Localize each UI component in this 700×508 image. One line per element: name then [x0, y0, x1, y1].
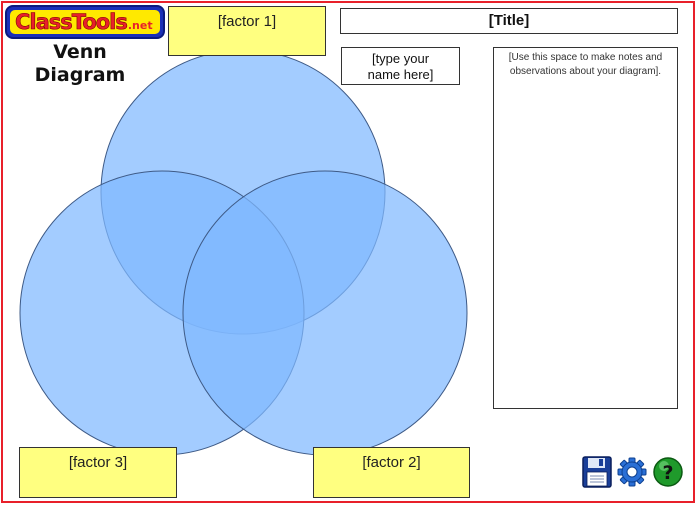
app-frame: [1, 1, 695, 503]
help-button[interactable]: ?: [653, 456, 683, 488]
app-title-line1: Venn: [53, 41, 107, 63]
floppy-disk-icon: [582, 456, 612, 488]
diagram-title-field[interactable]: [Title]: [340, 8, 678, 34]
name-field-line1: [type your: [371, 51, 430, 66]
help-question-icon: ?: [653, 457, 683, 487]
save-button[interactable]: [582, 456, 612, 488]
classtools-logo[interactable]: ClassTools .net: [5, 5, 165, 39]
notes-area[interactable]: [Use this space to make notes and observ…: [493, 47, 678, 409]
app-title-line2: Diagram: [34, 64, 126, 86]
name-field-line2: name here]: [367, 67, 434, 82]
logo-inner: ClassTools .net: [10, 10, 160, 34]
venn-circle-factor2[interactable]: [182, 170, 468, 456]
notes-placeholder: [Use this space to make notes and observ…: [508, 52, 663, 77]
gear-icon: [617, 457, 647, 487]
factor2-label[interactable]: [factor 2]: [313, 447, 470, 498]
factor1-label[interactable]: [factor 1]: [168, 6, 326, 56]
svg-text:?: ?: [662, 462, 673, 484]
logo-text: ClassTools: [15, 10, 128, 35]
app-title: Venn Diagram: [20, 41, 140, 87]
logo-suffix: .net: [127, 18, 153, 32]
name-field[interactable]: [type your name here]: [341, 47, 460, 85]
factor3-label[interactable]: [factor 3]: [19, 447, 177, 498]
settings-button[interactable]: [617, 456, 647, 488]
